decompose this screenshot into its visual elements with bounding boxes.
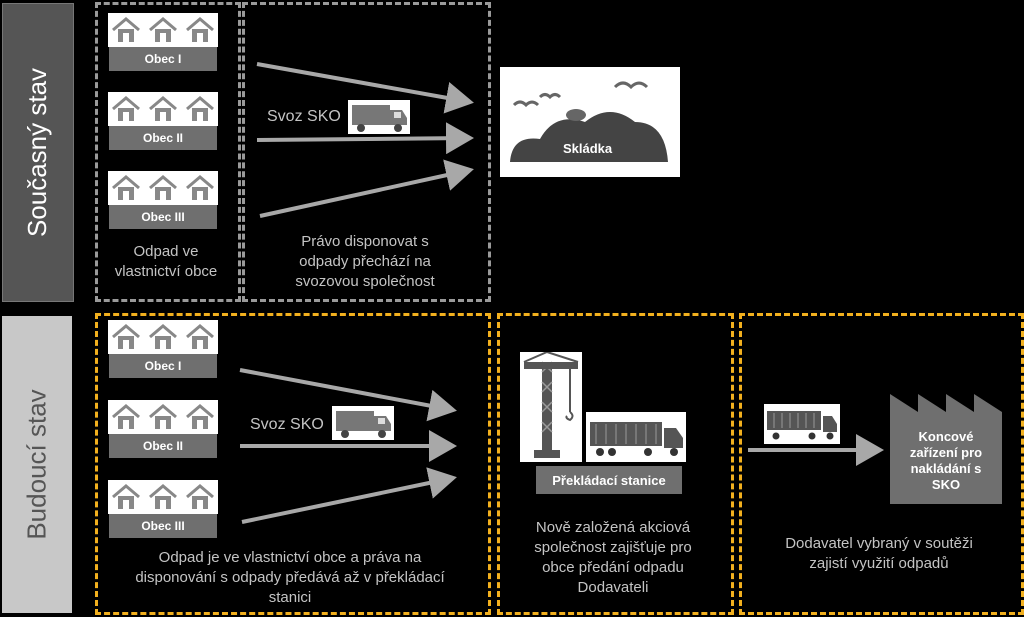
current-transfer-box	[242, 2, 491, 302]
crane-icon	[520, 351, 582, 462]
semi-truck-icon	[586, 412, 686, 462]
village-label: Obec II	[109, 126, 217, 150]
landfill-icon	[500, 67, 680, 177]
landfill-label: Skládka	[563, 141, 613, 156]
house-icon	[112, 175, 141, 200]
house-icon	[149, 17, 177, 42]
house-icon	[149, 175, 177, 200]
house-icon	[185, 404, 214, 429]
house-icon	[149, 404, 177, 429]
garbage-truck-icon	[348, 100, 410, 134]
garbage-truck-icon	[332, 406, 394, 440]
future-transport-label: Svoz SKO	[250, 416, 324, 433]
future-supplier-caption: Dodavatel vybraný v soutěži zajistí využ…	[785, 535, 973, 572]
house-icon	[112, 484, 141, 509]
current-village-3: Obec III	[108, 171, 218, 231]
semi-truck-icon	[764, 404, 840, 444]
transfer-station-label: Překládací stanice	[536, 466, 682, 494]
current-village-1: Obec I	[108, 13, 218, 73]
house-icon	[112, 324, 141, 349]
future-station-caption: Nově založená akciová společnost zajišťu…	[534, 519, 692, 596]
house-icon	[149, 484, 177, 509]
future-state-label: Budoucí stav	[2, 316, 72, 613]
village-label: Obec I	[109, 354, 217, 378]
factory-icon	[890, 394, 1002, 504]
current-villages-box	[95, 2, 241, 302]
future-ownership-caption: Odpad je ve vlastnictví obce a práva na …	[135, 549, 445, 606]
village-label: Obec III	[109, 514, 217, 538]
arrow-icon	[239, 368, 457, 422]
arrow-icon	[259, 159, 474, 218]
current-ownership-caption: Odpad ve vlastnictví obce	[114, 243, 218, 280]
house-icon	[149, 96, 177, 121]
current-village-2: Obec II	[108, 92, 218, 152]
current-transport-label: Svoz SKO	[267, 108, 341, 125]
house-icon	[149, 324, 177, 349]
future-village-3: Obec III	[108, 480, 218, 540]
arrow-icon	[256, 122, 474, 155]
arrow-icon	[256, 62, 474, 114]
house-icon	[185, 175, 214, 200]
current-state-label: Současný stav	[2, 3, 74, 302]
end-facility-label: Koncové zařízení pro nakládání s SKO	[909, 429, 983, 492]
village-label: Obec II	[109, 434, 217, 458]
house-icon	[185, 96, 214, 121]
house-icon	[185, 17, 214, 42]
village-label: Obec I	[109, 47, 217, 71]
house-icon	[112, 96, 141, 121]
future-supplier-box	[739, 313, 1024, 615]
house-icon	[112, 17, 141, 42]
future-village-1: Obec I	[108, 320, 218, 380]
future-villages-box	[95, 313, 491, 615]
house-icon	[185, 484, 214, 509]
house-icon	[185, 324, 214, 349]
current-transfer-caption: Právo disponovat s odpady přechází na sv…	[295, 233, 435, 290]
future-station-box	[497, 313, 734, 615]
arrow-icon	[241, 467, 457, 524]
house-icon	[112, 404, 141, 429]
village-label: Obec III	[109, 205, 217, 229]
future-village-2: Obec II	[108, 400, 218, 460]
